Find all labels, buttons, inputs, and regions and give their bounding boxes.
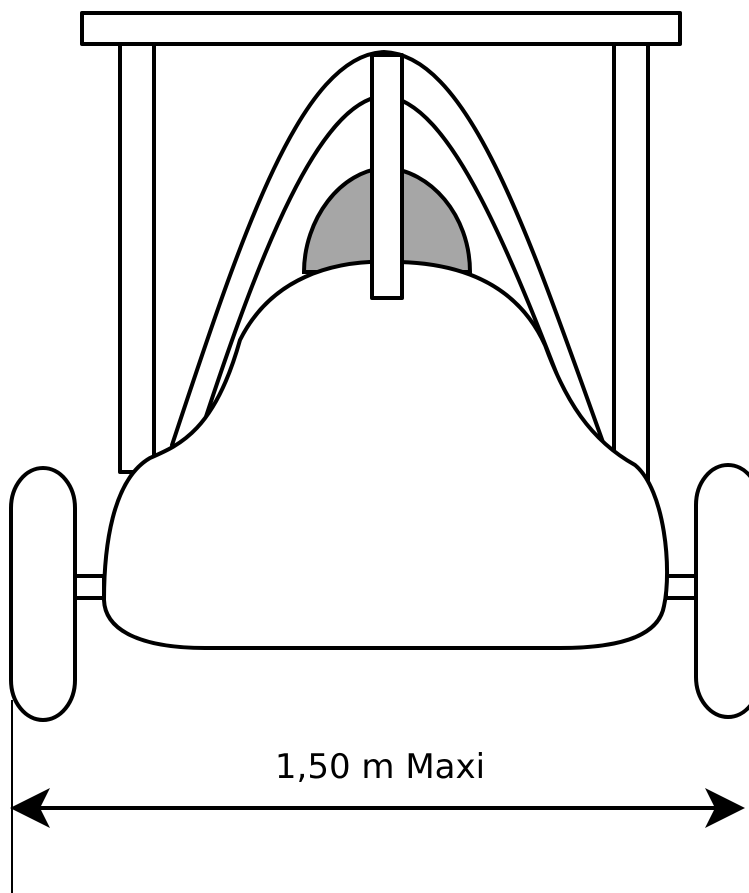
right-wheel — [694, 463, 749, 719]
right-axle — [664, 574, 700, 600]
left-wheel — [9, 466, 77, 722]
left-axle — [72, 574, 106, 600]
center-strut — [370, 53, 404, 300]
rear-wing — [80, 11, 682, 46]
left-wing-post — [118, 40, 156, 474]
right-wing-post — [612, 40, 650, 484]
dimension-arrowhead-left — [10, 788, 50, 828]
roll-bar-outer — [170, 50, 606, 447]
dimension-arrowhead-right — [705, 788, 745, 828]
dimension-label: 1,50 m Maxi — [275, 747, 485, 787]
kart-body — [102, 259, 670, 650]
